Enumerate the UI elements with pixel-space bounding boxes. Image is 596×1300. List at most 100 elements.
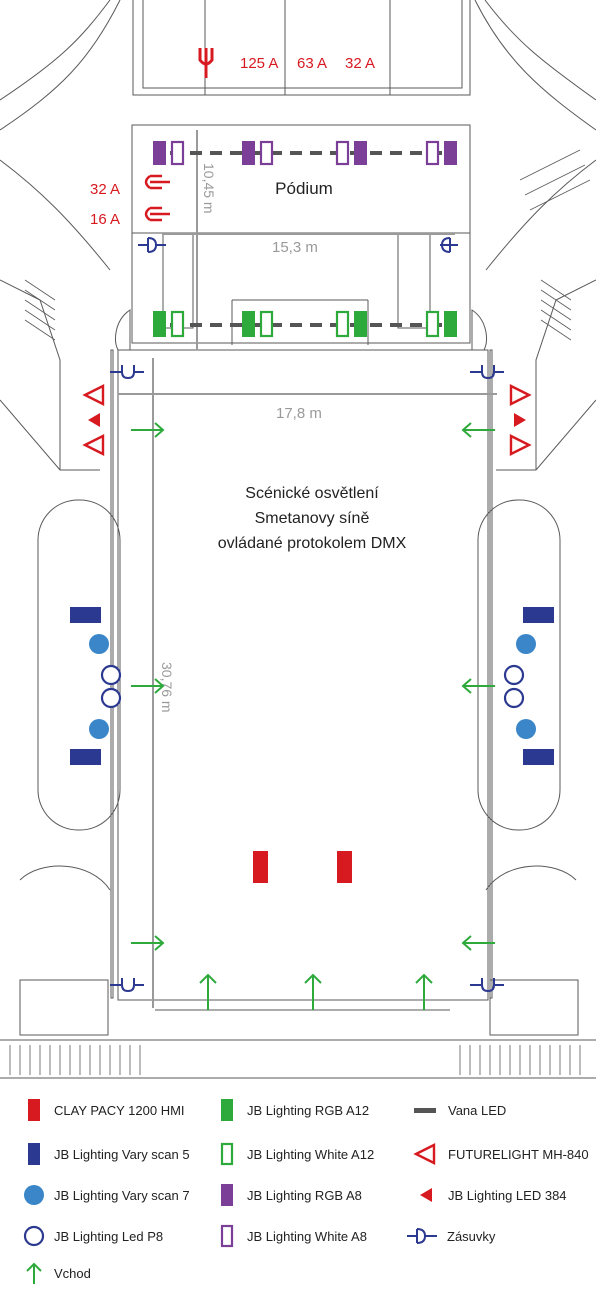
legend-label: JB Lighting White A12	[247, 1146, 375, 1162]
hall-width-label: 17,8 m	[276, 405, 322, 422]
stage-width-label: 15,3 m	[272, 239, 318, 256]
led384-triangle-icon	[88, 413, 100, 427]
rgb-a8-fixture	[444, 141, 457, 165]
entrance-arrow-icon	[461, 422, 495, 438]
red-filled-triangle-icon	[420, 1188, 432, 1202]
entrance-arrow-icon	[199, 973, 217, 1010]
red-rectangle-icon	[28, 1099, 40, 1121]
vary-scan5-fixture	[70, 607, 101, 623]
stage-depth-label: 10,45 m	[201, 163, 217, 214]
vary-scan7-fixture	[516, 719, 536, 739]
legend-item: JB Lighting White A8	[215, 1223, 367, 1249]
white-a8-fixture	[259, 140, 274, 166]
hall-length-label: 30,76 m	[159, 662, 175, 713]
vary-scan5-fixture	[70, 749, 101, 765]
socket-icon	[138, 237, 166, 253]
green-arrow-icon	[26, 1262, 42, 1284]
side-right-fixtures	[503, 607, 554, 765]
fork-icon	[144, 174, 170, 222]
led-p8-fixture	[503, 664, 525, 686]
sockets	[110, 237, 504, 993]
power-label: 32 A	[90, 181, 120, 198]
white-a8-fixture	[170, 140, 185, 166]
seating-hatch	[9, 149, 591, 1075]
legend-label: JB Lighting RGB A12	[247, 1102, 370, 1118]
socket-icon	[110, 978, 144, 993]
legend-label: Vchod	[54, 1265, 91, 1281]
rgb-a12-fixture	[444, 311, 457, 337]
legend-item: Vana LED	[410, 1097, 506, 1123]
legend-label: JB Lighting LED 384	[448, 1187, 567, 1203]
led384-group	[88, 413, 526, 427]
power-label: 63 A	[297, 55, 327, 72]
navy-outline-circle-icon	[23, 1225, 45, 1247]
entrance-arrow-icon	[131, 935, 165, 951]
truss-lower	[153, 310, 457, 338]
plan-title-line: Smetanovy síně	[255, 510, 370, 527]
led-p8-fixture	[100, 687, 122, 709]
white-a12-fixture	[425, 310, 440, 338]
vary-scan7-fixture	[89, 719, 109, 739]
led384-triangle-icon	[514, 413, 526, 427]
entrance-arrow-icon	[415, 973, 433, 1010]
white-a12-fixture	[335, 310, 350, 338]
entrance-arrow-icon	[304, 973, 322, 1010]
legend-label: JB Lighting White A8	[247, 1228, 367, 1244]
legend-label: Vana LED	[448, 1102, 507, 1118]
dimensions	[118, 130, 497, 1008]
white-a12-fixture	[259, 310, 274, 338]
green-filled-rect-icon	[221, 1099, 233, 1121]
entrance-arrow-icon	[131, 678, 165, 694]
side-left-fixtures	[70, 607, 122, 765]
led-p8-fixture	[503, 687, 525, 709]
hmi-fixtures	[253, 851, 352, 883]
socket-icon	[110, 365, 144, 380]
futurelight-group	[82, 384, 532, 456]
stage-label: Pódium	[275, 179, 333, 198]
legend-item: CLAY PACY 1200 HMI	[22, 1097, 185, 1123]
legend-item: Vchod	[22, 1260, 91, 1286]
futurelight-triangle-icon	[509, 384, 532, 406]
rgb-a8-fixture	[153, 141, 166, 165]
legend-label: JB Lighting Vary scan 5	[54, 1146, 190, 1162]
rgb-a12-fixture	[153, 311, 166, 337]
legend-label: FUTURELIGHT MH-840	[448, 1146, 589, 1162]
red-outline-triangle-icon	[413, 1143, 436, 1165]
socket-icon	[470, 978, 504, 993]
plan-title-line: ovládané protokolem DMX	[218, 535, 407, 552]
futurelight-triangle-icon	[82, 434, 105, 456]
socket-icon	[470, 365, 504, 380]
blue-circle-icon	[24, 1185, 44, 1205]
power-label: 32 A	[345, 55, 375, 72]
entrances	[131, 422, 495, 1010]
futurelight-triangle-icon	[509, 434, 532, 456]
legend-label: JB Lighting RGB A8	[247, 1187, 362, 1203]
entrance-arrow-icon	[461, 935, 495, 951]
legend-item: JB Lighting RGB A8	[215, 1182, 362, 1208]
rgb-a12-fixture	[242, 311, 255, 337]
led-p8-fixture	[100, 664, 122, 686]
legend-item: JB Lighting RGB A12	[215, 1097, 369, 1123]
green-outline-rect-icon	[220, 1142, 234, 1166]
navy-rectangle-icon	[28, 1143, 40, 1165]
socket-icon	[407, 1228, 437, 1244]
legend-item: JB Lighting LED 384	[410, 1182, 567, 1208]
vary-scan5-fixture	[523, 749, 554, 765]
legend: CLAY PACY 1200 HMI JB Lighting RGB A12 V…	[0, 1085, 596, 1300]
floor-plan: 125 A 63 A 32 A 32 A 16 A 10,45 m 15,3 m…	[0, 0, 596, 1079]
gray-dash-icon	[414, 1108, 436, 1113]
plan-title-line: Scénické osvětlení	[245, 485, 379, 502]
legend-label: CLAY PACY 1200 HMI	[54, 1102, 185, 1118]
white-a8-fixture	[425, 140, 440, 166]
power-connections: 125 A 63 A 32 A 32 A 16 A	[90, 48, 375, 228]
plan-title: Scénické osvětlení Smetanovy síně ovláda…	[218, 485, 407, 552]
legend-label: Zásuvky	[447, 1228, 496, 1244]
purple-filled-rect-icon	[221, 1184, 233, 1206]
clay-paky-hmi-fixture	[253, 851, 268, 883]
white-a8-fixture	[335, 140, 350, 166]
legend-item: FUTURELIGHT MH-840	[410, 1141, 589, 1167]
legend-item: Zásuvky	[405, 1223, 495, 1249]
rgb-a8-fixture	[242, 141, 255, 165]
socket-icon	[440, 237, 458, 253]
clay-paky-hmi-fixture	[337, 851, 352, 883]
